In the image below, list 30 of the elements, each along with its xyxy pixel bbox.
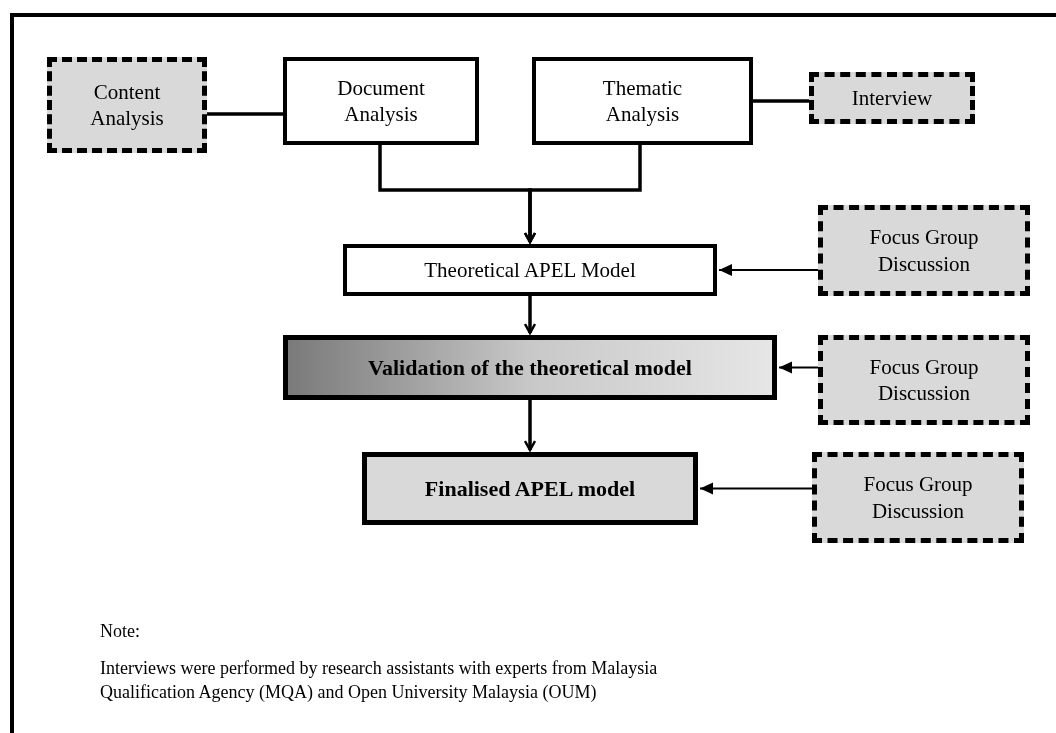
note-text: Note: [100,620,141,643]
box-label: Document Analysis [336,74,426,128]
dashed-box [47,57,207,153]
box-label: Interview [851,84,933,112]
box-label: Focus Group Discussion [862,471,974,524]
box-label: Thematic Analysis [601,74,684,128]
process-box [362,452,698,525]
box-label: Theoretical APEL Model [424,256,636,284]
dashed-box [818,205,1030,296]
arrow [718,264,819,276]
process-box [283,57,479,145]
arrow [778,361,819,374]
process-box [343,244,717,296]
note-text: Interviews were performed by research assistants with experts from Malaysia Qualification Agency (MQA) and Open University Malaysia (OUM) [100,657,659,704]
dashed-box [809,72,975,124]
arrow [523,296,537,335]
box-label: Content Analysis [89,78,165,132]
box-label: Validation of the theoretical model [368,353,692,382]
dashed-box [818,335,1030,425]
box-label: Focus Group Discussion [868,353,980,407]
connector-line [753,99,809,103]
box-label: Finalised APEL model [424,474,636,503]
process-box [532,57,753,145]
arrow [523,145,642,244]
process-box [283,335,777,400]
dashed-box [812,452,1024,543]
arrow [699,482,813,495]
arrow [523,400,537,452]
box-label: Focus Group Discussion [868,224,980,277]
connector-line [207,112,283,116]
